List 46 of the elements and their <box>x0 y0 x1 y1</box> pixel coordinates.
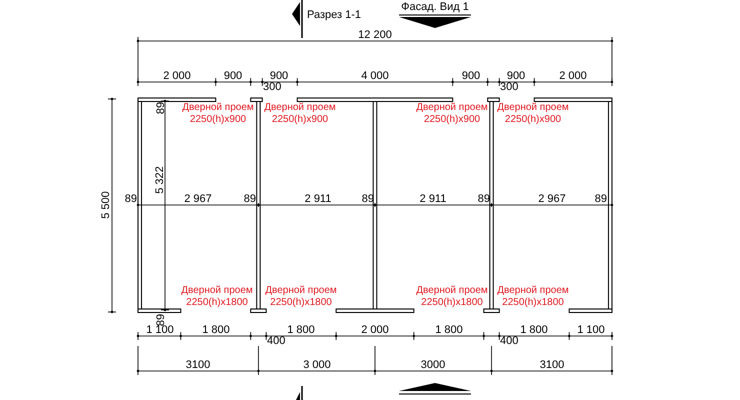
dimension-label: 300 <box>500 81 518 93</box>
dimension-label: 5 500 <box>100 191 112 219</box>
dimension-label: 5 322 <box>154 166 166 194</box>
dimension-label: 300 <box>263 81 282 93</box>
dimension-label: 89 <box>478 193 490 205</box>
dimension-label: 4 000 <box>361 70 389 82</box>
dimension-label: 89 <box>244 193 256 205</box>
section-label: Фасад. Вид 1 <box>401 1 469 13</box>
dimension-label: 900 <box>270 70 288 82</box>
door-opening-label: Дверной проем 2250(h)x900 <box>496 102 570 126</box>
door-opening-label: Дверной проем 2250(h)x1800 <box>180 285 254 309</box>
door-opening-label: Дверной проем 2250(h)x900 <box>263 102 337 126</box>
door-opening-label: Дверной проем 2250(h)x900 <box>415 102 489 126</box>
dimension-label: 900 <box>462 70 480 82</box>
door-opening-label: Дверной проем 2250(h)x1800 <box>415 285 489 309</box>
dimension-label: 89 <box>362 193 374 205</box>
dimension-label: 1 100 <box>577 324 605 336</box>
dimension-label: 2 967 <box>184 193 212 205</box>
dimension-label: 12 200 <box>358 29 392 41</box>
dimension-label: 89 <box>155 102 167 114</box>
dimension-label: 2 967 <box>538 193 566 205</box>
dimension-label: 89 <box>594 193 607 205</box>
dimension-label: 3100 <box>186 359 210 371</box>
dimension-label: 89 <box>155 314 167 326</box>
door-opening-label: Дверной проем 2250(h)x900 <box>181 102 255 126</box>
dimension-label: 900 <box>506 70 526 82</box>
dimension-label: 400 <box>500 335 518 347</box>
dimension-label: 89 <box>124 193 137 205</box>
dimension-label: 1 800 <box>435 324 463 336</box>
dimension-label: 2 000 <box>361 324 389 336</box>
dimension-label: 2 000 <box>163 70 191 82</box>
door-opening-label: Дверной проем 2250(h)x1800 <box>264 285 338 309</box>
dimension-label: 1 100 <box>146 324 174 336</box>
dimension-label: 3000 <box>420 359 446 371</box>
dimension-label: 900 <box>224 70 242 82</box>
dimension-label: 2 911 <box>304 193 332 205</box>
dimension-label: 2 911 <box>420 193 446 205</box>
dimension-label: 400 <box>267 335 286 347</box>
dimension-label: 1 800 <box>520 324 548 336</box>
dimension-label: 1 800 <box>287 324 315 336</box>
dimension-label: 3 000 <box>303 359 331 371</box>
dimension-label: 3100 <box>540 359 564 371</box>
dimension-label: 2 000 <box>559 70 587 82</box>
dimension-label: 1 800 <box>202 324 230 336</box>
door-opening-label: Дверной проем 2250(h)x1800 <box>496 285 570 309</box>
section-label: Разрез 1-1 <box>307 9 362 21</box>
